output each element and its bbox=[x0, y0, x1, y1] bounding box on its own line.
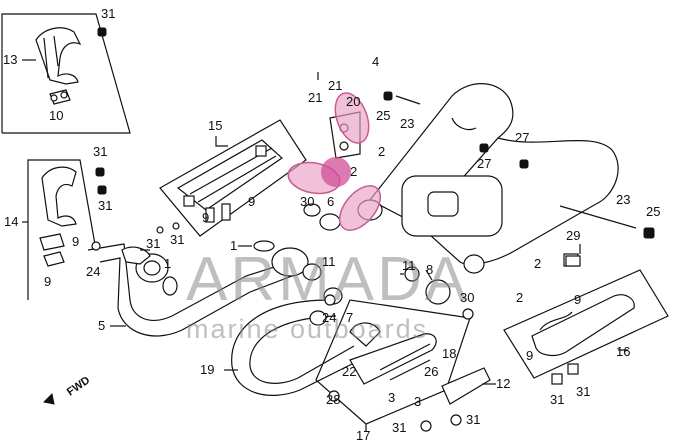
callout-6: 6 bbox=[327, 194, 334, 209]
fwd-label: FWD bbox=[65, 374, 92, 398]
callout-16: 16 bbox=[616, 344, 630, 359]
callout-30: 30 bbox=[460, 290, 474, 305]
callout-31: 31 bbox=[93, 144, 107, 159]
callout-17: 17 bbox=[356, 428, 370, 443]
callout-25: 25 bbox=[646, 204, 660, 219]
callout-13: 13 bbox=[3, 52, 17, 67]
watermark-tagline: marine outboards bbox=[186, 314, 428, 344]
heat-shield-14 bbox=[27, 159, 107, 300]
callout-19: 19 bbox=[200, 362, 214, 377]
callout-2: 2 bbox=[378, 144, 385, 159]
callout-31: 31 bbox=[98, 198, 112, 213]
callout-23: 23 bbox=[616, 192, 630, 207]
callout-1: 1 bbox=[230, 238, 237, 253]
callout-31: 31 bbox=[466, 412, 480, 427]
callout-8: 8 bbox=[426, 262, 433, 277]
callout-24: 24 bbox=[322, 310, 336, 325]
callout-26: 26 bbox=[424, 364, 438, 379]
callout-31: 31 bbox=[550, 392, 564, 407]
callout-21: 21 bbox=[308, 90, 322, 105]
watermark-brand: ARMADA bbox=[186, 245, 469, 314]
callout-9: 9 bbox=[72, 234, 79, 249]
callout-27: 27 bbox=[515, 130, 529, 145]
heat-shield-16 bbox=[503, 253, 669, 385]
fasteners bbox=[91, 203, 581, 320]
callout-9: 9 bbox=[574, 292, 581, 307]
exhaust-pipe-5 bbox=[87, 243, 293, 337]
heat-shield-17 bbox=[315, 299, 491, 432]
callout-24: 24 bbox=[86, 264, 100, 279]
muffler-4 bbox=[317, 72, 655, 274]
watermark-logo bbox=[287, 92, 382, 231]
callout-15: 15 bbox=[208, 118, 222, 133]
callout-11: 11 bbox=[322, 254, 336, 269]
callout-31: 31 bbox=[170, 232, 184, 247]
callout-31: 31 bbox=[101, 6, 115, 21]
callout-23: 23 bbox=[400, 116, 414, 131]
heat-shield-15 bbox=[159, 119, 307, 237]
callout-9: 9 bbox=[526, 348, 533, 363]
callout-10: 10 bbox=[49, 108, 63, 123]
callout-7: 7 bbox=[346, 310, 353, 325]
callout-29: 29 bbox=[566, 228, 580, 243]
callout-1: 1 bbox=[164, 256, 171, 271]
callout-20: 20 bbox=[346, 94, 360, 109]
callout-28: 28 bbox=[326, 392, 340, 407]
callout-18: 18 bbox=[442, 346, 456, 361]
callout-3: 3 bbox=[414, 394, 421, 409]
callout-30: 30 bbox=[300, 194, 314, 209]
callout-14: 14 bbox=[4, 214, 18, 229]
callout-25: 25 bbox=[376, 108, 390, 123]
callout-21: 21 bbox=[328, 78, 342, 93]
callout-2: 2 bbox=[350, 164, 357, 179]
callout-5: 5 bbox=[98, 318, 105, 333]
callout-9: 9 bbox=[44, 274, 51, 289]
callout-9: 9 bbox=[202, 210, 209, 225]
callout-2: 2 bbox=[516, 290, 523, 305]
leader-lines bbox=[22, 59, 628, 432]
callout-31: 31 bbox=[146, 236, 160, 251]
callout-labels: 31 13 10 4 21 21 20 25 23 15 2 2 27 27 3… bbox=[3, 6, 660, 443]
callout-27: 27 bbox=[477, 156, 491, 171]
inset-heat-shield-13 bbox=[1, 13, 131, 134]
callout-9: 9 bbox=[248, 194, 255, 209]
callout-12: 12 bbox=[496, 376, 510, 391]
callout-11: 11 bbox=[402, 258, 416, 273]
callout-31: 31 bbox=[392, 420, 406, 435]
callout-3: 3 bbox=[388, 390, 395, 405]
fwd-arrow-icon: FWD bbox=[42, 374, 92, 405]
callout-4: 4 bbox=[372, 54, 379, 69]
callout-22: 22 bbox=[342, 364, 356, 379]
callout-2: 2 bbox=[534, 256, 541, 271]
callout-31: 31 bbox=[576, 384, 590, 399]
